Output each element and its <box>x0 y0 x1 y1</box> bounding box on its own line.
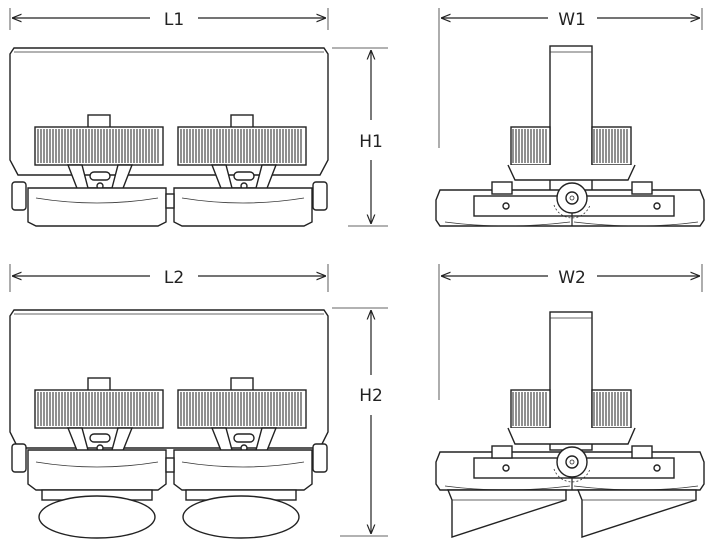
side-view-2 <box>435 311 705 538</box>
dim-l2: L2 <box>9 264 329 292</box>
lens-wedge-right <box>576 489 697 538</box>
label-h1: H1 <box>359 132 383 152</box>
heatsink-rear <box>510 389 632 429</box>
lens-right <box>182 495 300 539</box>
label-l2: L2 <box>164 268 184 288</box>
dim-w1: W1 <box>438 8 703 148</box>
side-view-1 <box>435 45 705 227</box>
housing-right <box>173 449 313 491</box>
dim-h1: H1 <box>332 47 388 227</box>
dim-w2: W2 <box>438 264 703 400</box>
front-view-2 <box>9 309 329 539</box>
housing-right <box>173 187 313 227</box>
heatsink-right <box>177 126 307 166</box>
housing-left <box>27 187 167 227</box>
heatsink-rear <box>510 126 632 166</box>
lens-wedge-left <box>446 489 567 538</box>
label-w2: W2 <box>558 268 586 288</box>
dim-h2: H2 <box>332 307 388 537</box>
side-knob-left <box>11 181 27 211</box>
heatsink-left <box>34 126 164 166</box>
side-knob-left <box>11 443 27 473</box>
lens-left <box>38 495 156 539</box>
mount-arm <box>549 311 593 451</box>
side-knob-right <box>312 181 328 211</box>
label-h2: H2 <box>359 386 383 406</box>
front-view-1 <box>9 47 329 227</box>
side-knob-right <box>312 443 328 473</box>
dim-l1: L1 <box>9 8 329 30</box>
heatsink-left <box>34 389 164 429</box>
housing-left <box>27 449 167 491</box>
label-l1: L1 <box>164 10 184 30</box>
heatsink-right <box>177 389 307 429</box>
label-w1: W1 <box>558 10 586 30</box>
